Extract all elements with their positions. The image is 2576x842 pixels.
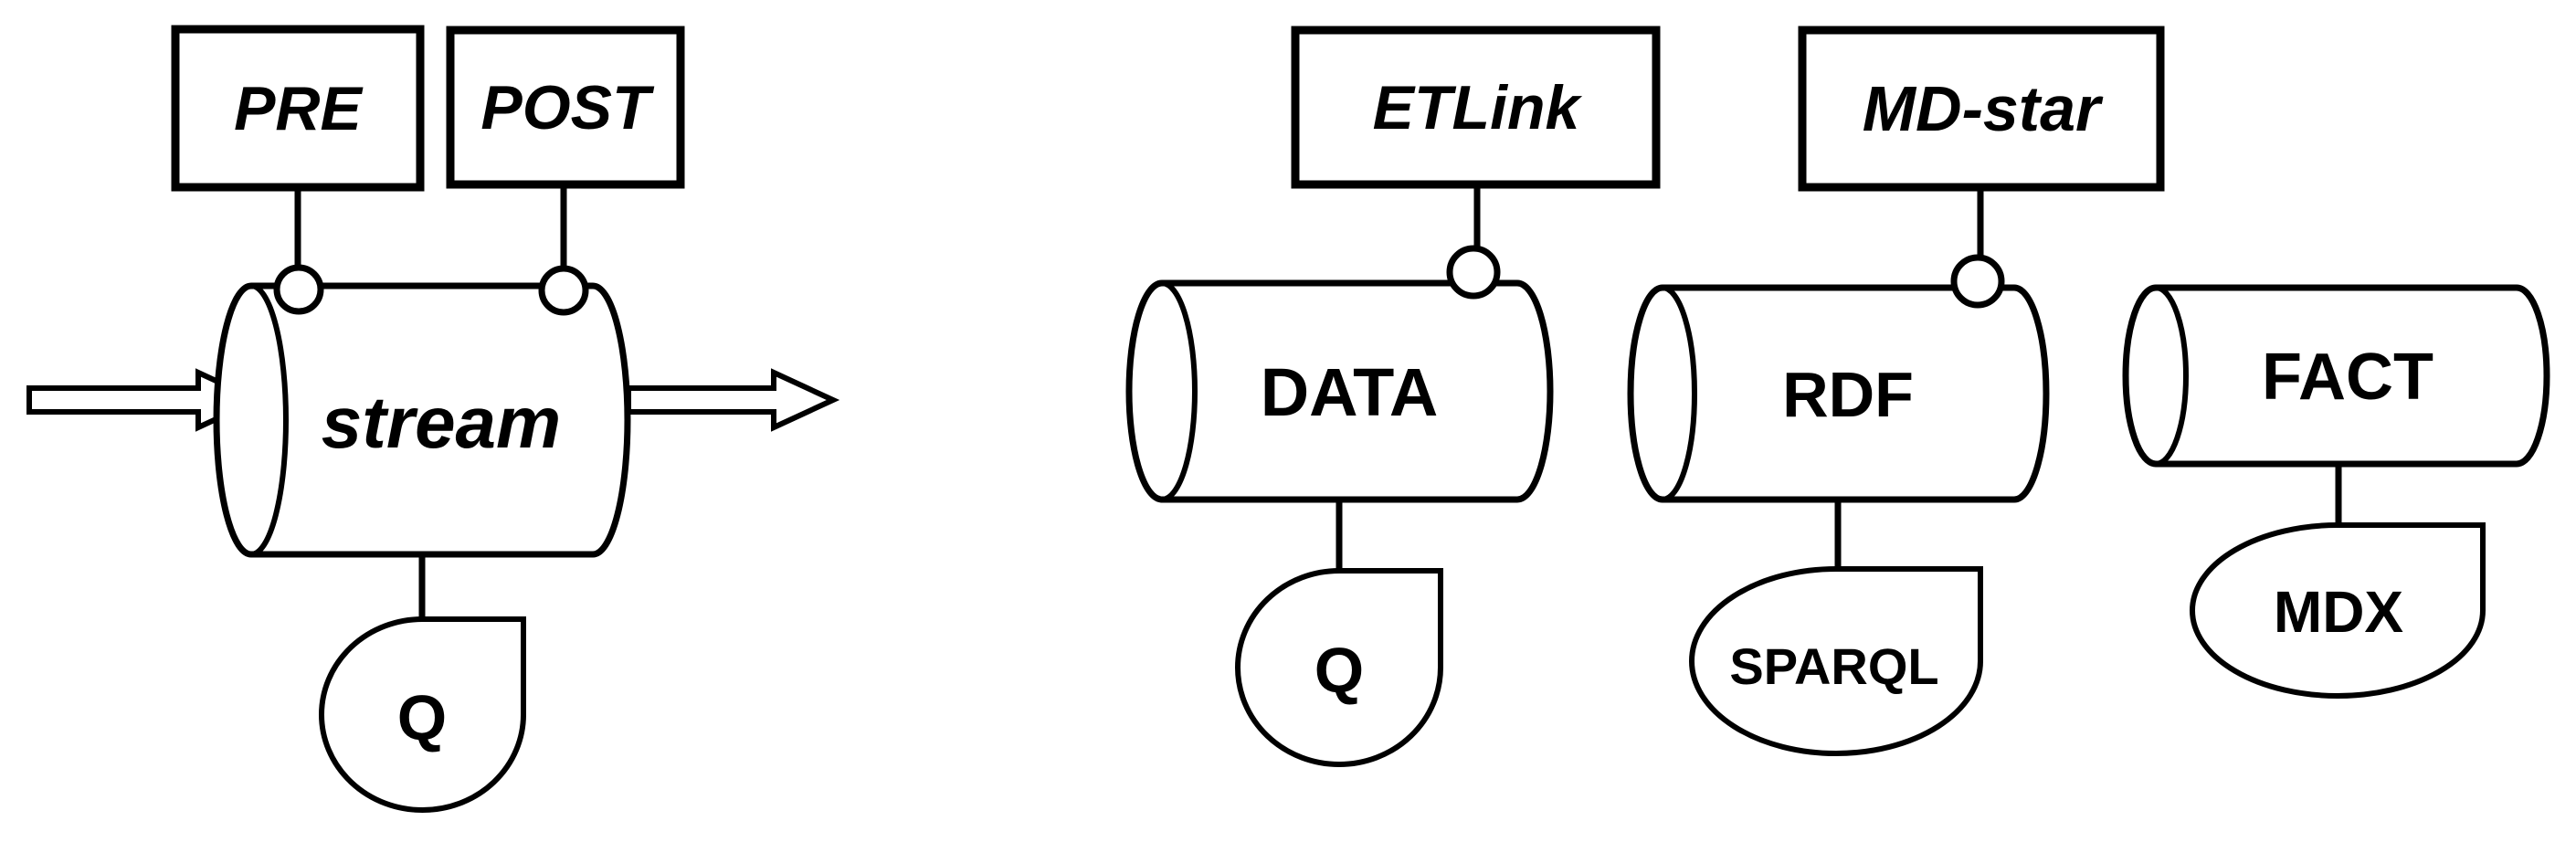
fact-cylinder-label: FACT (2262, 341, 2433, 414)
pre-box (171, 25, 425, 192)
output-arrow (626, 368, 840, 432)
post-box (446, 26, 685, 189)
mdstar-port-circle (1950, 254, 2005, 309)
rdf-query-drop (1688, 566, 1983, 757)
fact-query-drop (2189, 522, 2486, 700)
etlink-port-circle (1446, 245, 1501, 300)
pre-box-label: PRE (234, 74, 364, 143)
post-box-label: POST (480, 73, 655, 142)
pre-port-circle (273, 264, 324, 315)
stream-cylinder-endcap (214, 283, 289, 557)
mdstar-box (1798, 26, 2165, 192)
rdf-query-label: SPARQL (1729, 637, 1938, 695)
rdf-cylinder-endcap (1628, 285, 1697, 502)
stream-cylinder-label: stream (322, 382, 561, 463)
etlink-box (1291, 26, 1661, 189)
data-cylinder-label: DATA (1261, 354, 1439, 430)
fact-cylinder-endcap (2123, 285, 2189, 467)
stream-query-label: Q (397, 682, 447, 753)
data-cylinder-endcap (1126, 280, 1198, 502)
data-query-drop (1234, 568, 1443, 768)
etlink-box-label: ETLink (1373, 73, 1583, 142)
data-query-label: Q (1314, 635, 1364, 706)
rdf-cylinder-label: RDF (1782, 359, 1914, 430)
stream-query-drop (318, 616, 526, 814)
fact-query-label: MDX (2274, 579, 2404, 645)
post-port-circle (538, 265, 589, 316)
mdstar-box-label: MD-star (1863, 73, 2104, 144)
